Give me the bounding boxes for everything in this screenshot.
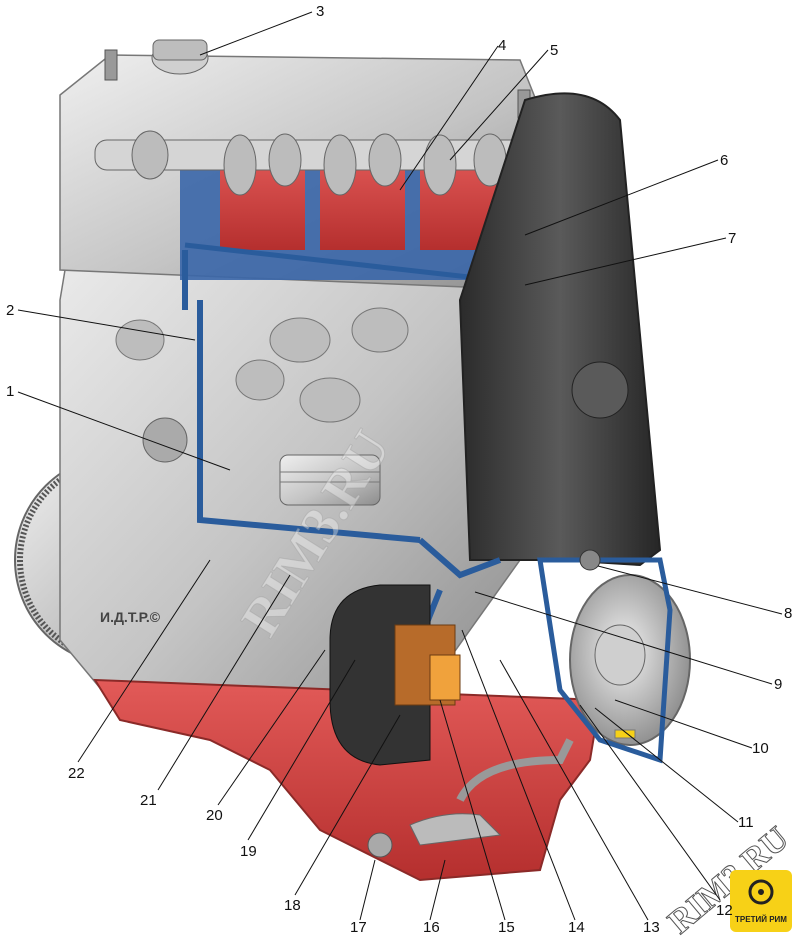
leader-lines <box>17 11 783 921</box>
leader-4 <box>399 45 499 191</box>
leader-17 <box>359 859 376 921</box>
callout-16: 16 <box>423 919 440 936</box>
callout-17: 17 <box>350 919 367 936</box>
callout-22: 22 <box>68 765 85 782</box>
leader-1 <box>17 391 231 471</box>
callout-14: 14 <box>568 919 585 936</box>
callout-15: 15 <box>498 919 515 936</box>
callout-10: 10 <box>752 740 769 757</box>
callout-20: 20 <box>206 807 223 824</box>
callout-13: 13 <box>643 919 660 936</box>
leader-21 <box>157 574 291 791</box>
leader-11 <box>594 707 739 823</box>
callout-18: 18 <box>284 897 301 914</box>
callout-12: 12 <box>716 902 733 919</box>
leader-8 <box>597 565 783 615</box>
callout-8: 8 <box>784 605 792 622</box>
leader-5 <box>449 49 549 161</box>
leader-6 <box>524 159 719 236</box>
callout-9: 9 <box>774 676 782 693</box>
leader-18 <box>294 714 401 896</box>
leader-10 <box>614 699 753 749</box>
callout-3: 3 <box>316 3 324 20</box>
wheel-icon <box>748 879 774 905</box>
oil-pump-pulley <box>537 549 691 764</box>
leader-12 <box>579 704 721 901</box>
leader-20 <box>217 649 326 806</box>
callout-labels: 1 2 3 4 5 6 7 8 9 10 11 12 13 14 15 16 1… <box>6 3 792 936</box>
logo-text: ТРЕТИЙ РИМ <box>735 915 787 924</box>
callout-7: 7 <box>728 230 736 247</box>
leader-13 <box>499 659 649 921</box>
callout-21: 21 <box>140 792 157 809</box>
leader-16 <box>429 859 446 921</box>
callout-1: 1 <box>6 383 14 400</box>
callout-6: 6 <box>720 152 728 169</box>
leader-22 <box>77 559 211 763</box>
callout-2: 2 <box>6 302 14 319</box>
oil-filter <box>329 584 461 766</box>
leader-7 <box>524 237 727 286</box>
leader-3 <box>199 11 313 56</box>
leader-2 <box>17 309 196 341</box>
leader-19 <box>247 659 356 841</box>
oil-sump <box>93 678 602 882</box>
callout-19: 19 <box>240 843 257 860</box>
engine-stamp: И.Д.Т.Р.© <box>100 609 161 625</box>
tretiy-rim-logo: ТРЕТИЙ РИМ <box>730 870 792 932</box>
callout-11: 11 <box>738 814 754 831</box>
callout-4: 4 <box>498 37 506 54</box>
leader-15 <box>439 699 506 921</box>
piston <box>279 454 381 506</box>
cylinder-head <box>59 39 541 291</box>
callout-5: 5 <box>550 42 558 59</box>
leader-9 <box>474 591 773 685</box>
cylinder-block <box>59 199 521 701</box>
leader-14 <box>461 629 576 921</box>
